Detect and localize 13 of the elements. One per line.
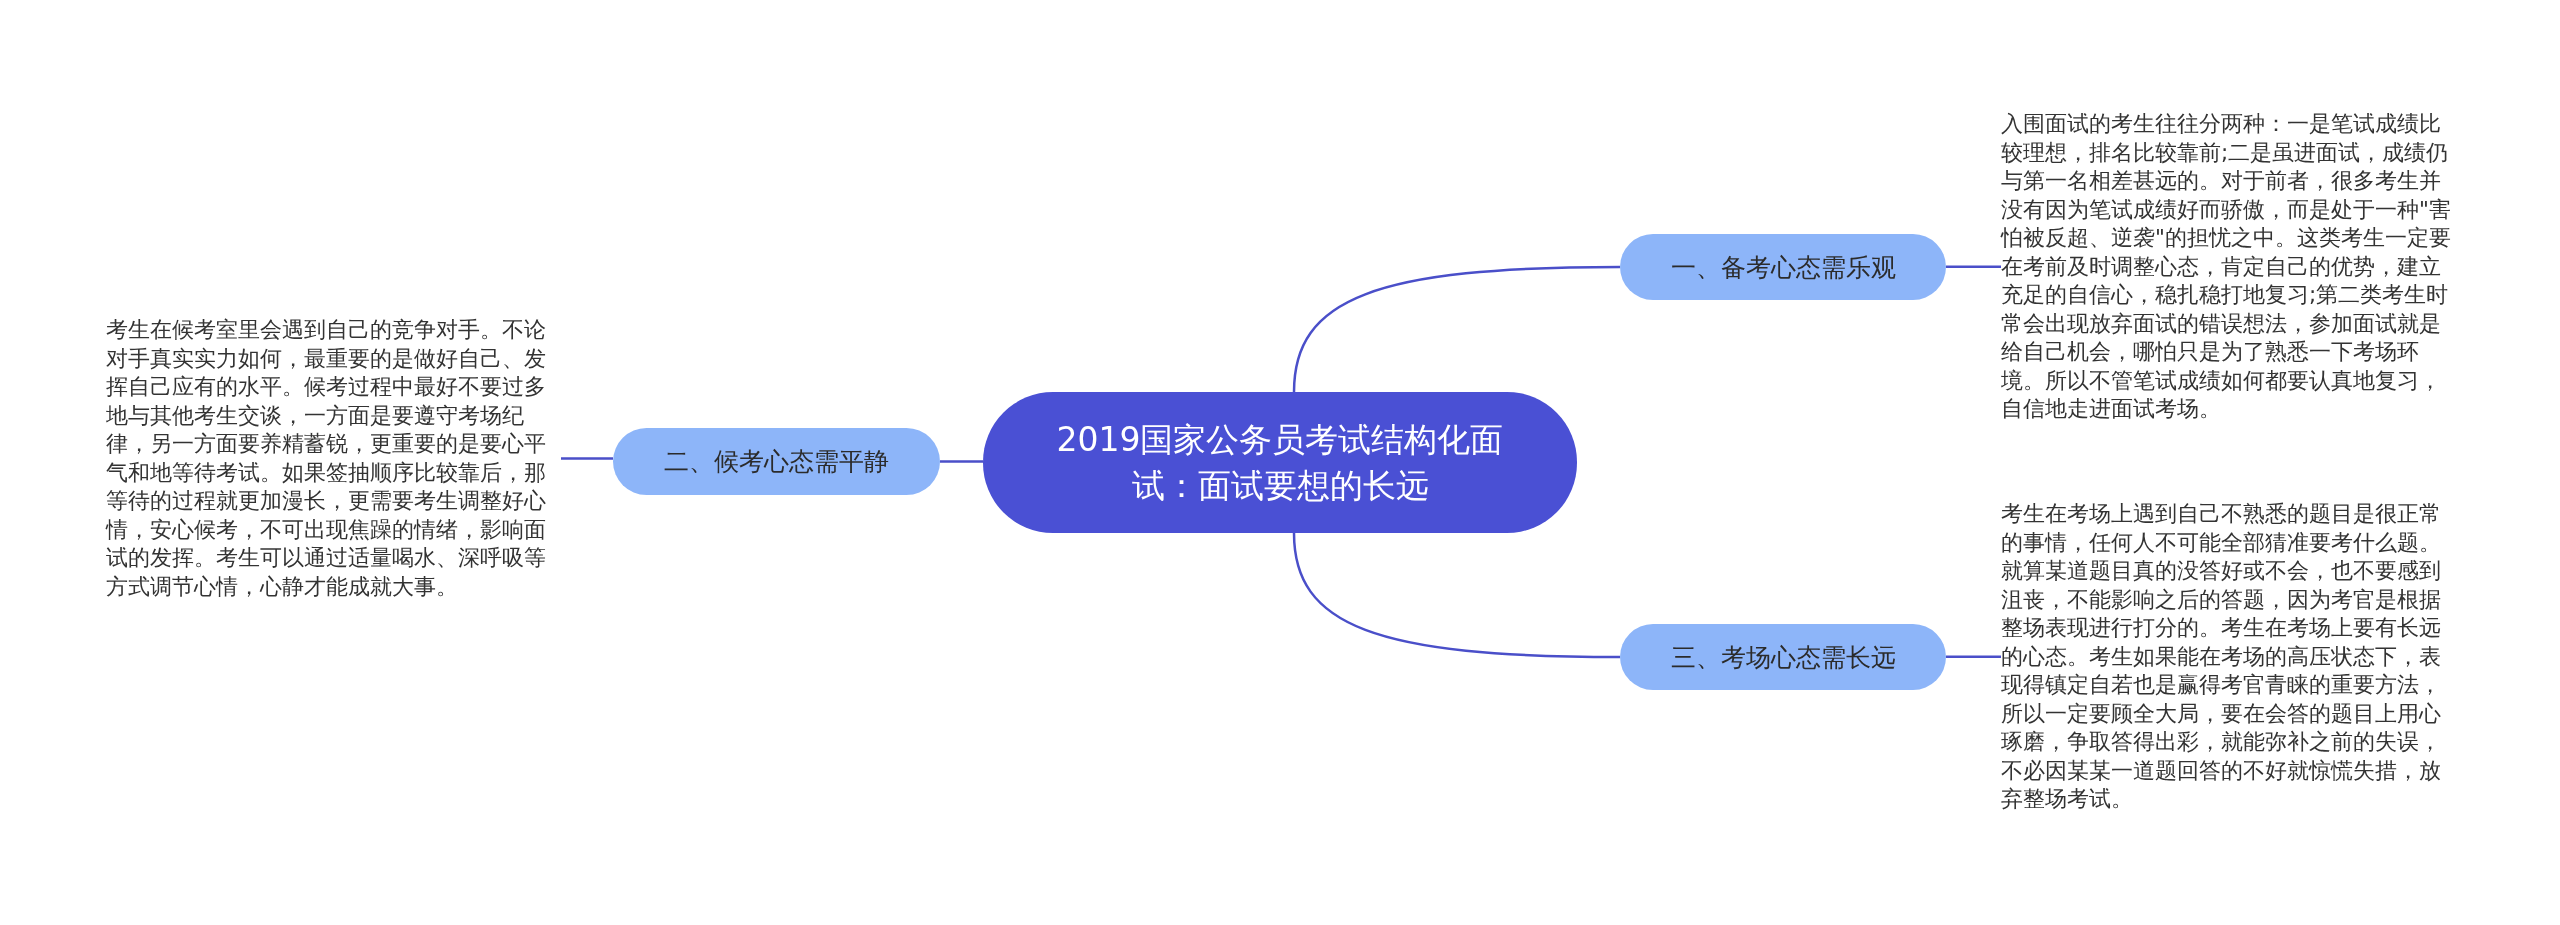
topic-pill: 一、备考心态需乐观 [1620, 234, 1946, 300]
note-text: 入围面试的考生往往分两种：一是笔试成绩比较理想，排名比较靠前;二是虽进面试，成绩仍与第一名相差甚远的。对于前者，很多考生并没有因为笔试成绩好而骄傲，而是处于一种"害怕被反超、逆袭"的担忧之中。这类考生一定要在考前及时调整心态，肯定自己的优势，建立充足的自信心，稳扎稳打地复习;第二类考生时常会出现放弃面试的错误想法，参加面试就是给自己机会，哪怕只是为了熟悉一下考场环境。所以不管笔试成绩如何都要认真地复习，自信地走进面试考场。 [2001, 110, 2456, 424]
note-text: 考生在候考室里会遇到自己的竞争对手。不论对手真实实力如何，最重要的是做好自己、发挥自己应有的水平。候考过程中最好不要过多地与其他考生交谈，一方面是要遵守考场纪律，另一方面要养精蓄锐，更重要的是要心平气和地等待考试。如果签抽顺序比较靠后，那等待的过程就更加漫长，更需要考生调整好心情，安心候考，不可出现焦躁的情绪，影响面试的发挥。考生可以通过适量喝水、深呼吸等方式调节心情，心静才能成就大事。 [106, 316, 561, 601]
topic-pill: 三、考场心态需长远 [1620, 624, 1946, 690]
connector-line [561, 457, 613, 460]
connector-line [940, 460, 983, 463]
connector-line [1292, 265, 1620, 393]
note-text: 考生在考场上遇到自己不熟悉的题目是很正常的事情，任何人不可能全部猜准要考什么题。就算某道题目真的没答好或不会，也不要感到沮丧，不能影响之后的答题，因为考官是根据整场表现进行打分的。考生在考场上要有长远的心态。考生如果能在考场的高压状态下，表现得镇定自若也是赢得考官青睐的重要方法，所以一定要顾全大局，要在会答的题目上用心琢磨，争取答得出彩，就能弥补之前的失误，不必因某某一道题回答的不好就惊慌失措，放弃整场考试。 [2001, 500, 2456, 814]
connector-line [1946, 265, 2001, 268]
connector-line [1946, 655, 2001, 658]
central-topic: 2019国家公务员考试结构化面试：面试要想的长远 [983, 392, 1577, 533]
topic-pill: 二、候考心态需平静 [613, 428, 940, 495]
connector-line [1292, 532, 1620, 659]
